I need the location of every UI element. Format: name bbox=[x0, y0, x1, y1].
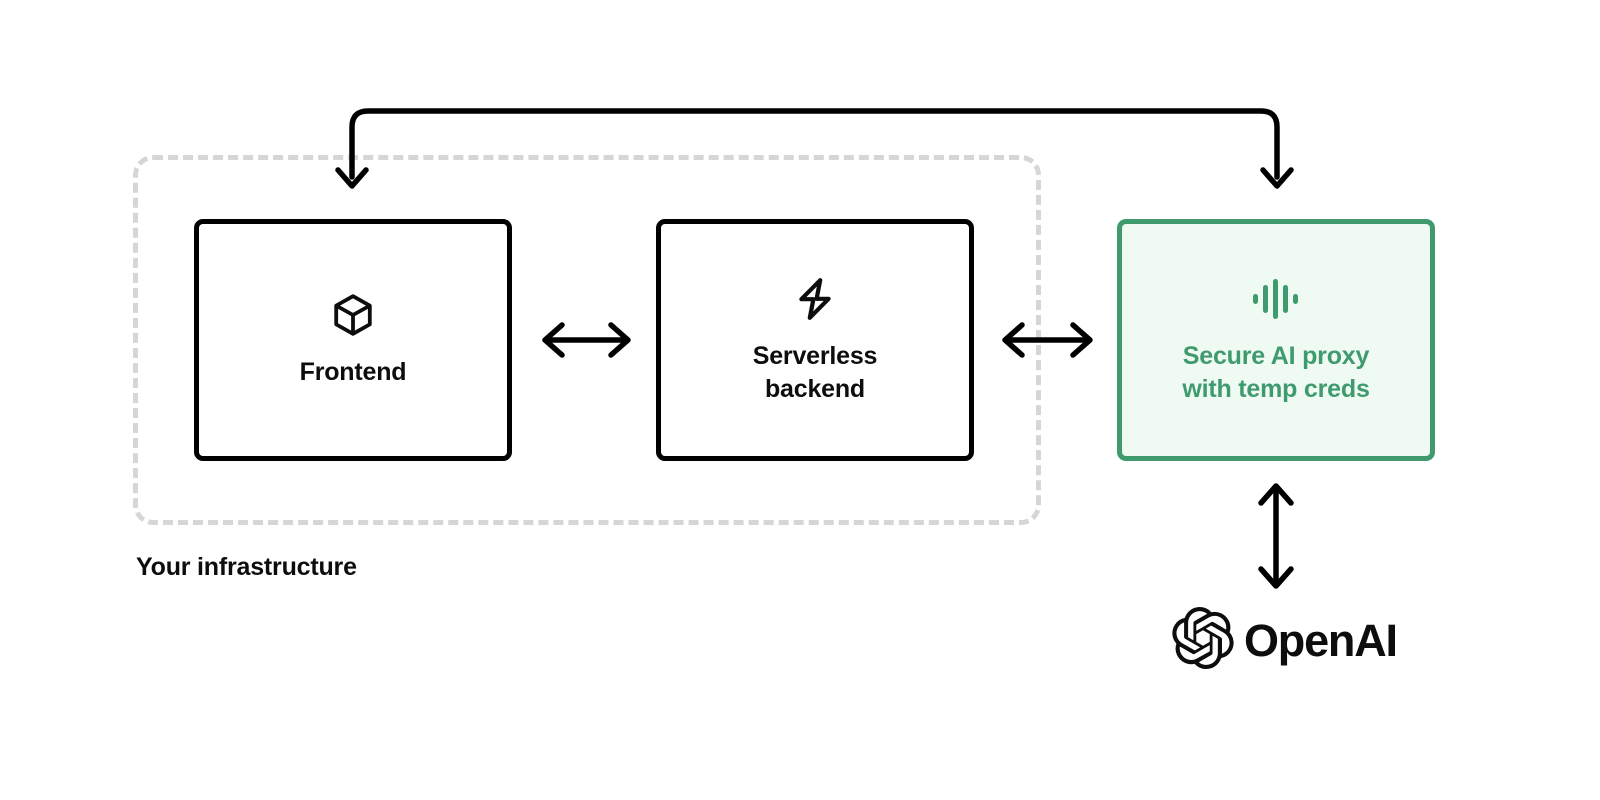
node-frontend[interactable]: Frontend bbox=[194, 219, 512, 461]
node-frontend-label: Frontend bbox=[299, 358, 407, 386]
connector-proxy-openai bbox=[1258, 483, 1294, 589]
openai-blossom-logo-icon bbox=[1172, 606, 1234, 674]
connector-top-bracket bbox=[335, 108, 1294, 189]
node-proxy[interactable]: Secure AI proxy with temp creds bbox=[1117, 219, 1435, 461]
openai-wordmark: OpenAI bbox=[1244, 615, 1398, 666]
connector-backend-proxy bbox=[1002, 322, 1093, 358]
infrastructure-boundary-label: Your infrastructure bbox=[136, 553, 357, 581]
node-backend-label: Serverless backend bbox=[752, 341, 878, 403]
openai-lockup: OpenAI bbox=[1172, 606, 1398, 674]
connector-frontend-backend bbox=[542, 322, 631, 358]
cube-icon bbox=[329, 291, 377, 344]
lightning-bolt-icon bbox=[791, 275, 839, 328]
node-backend[interactable]: Serverless backend bbox=[656, 219, 974, 461]
audio-waveform-icon bbox=[1251, 275, 1301, 328]
node-proxy-label: Secure AI proxy with temp creds bbox=[1182, 341, 1370, 403]
